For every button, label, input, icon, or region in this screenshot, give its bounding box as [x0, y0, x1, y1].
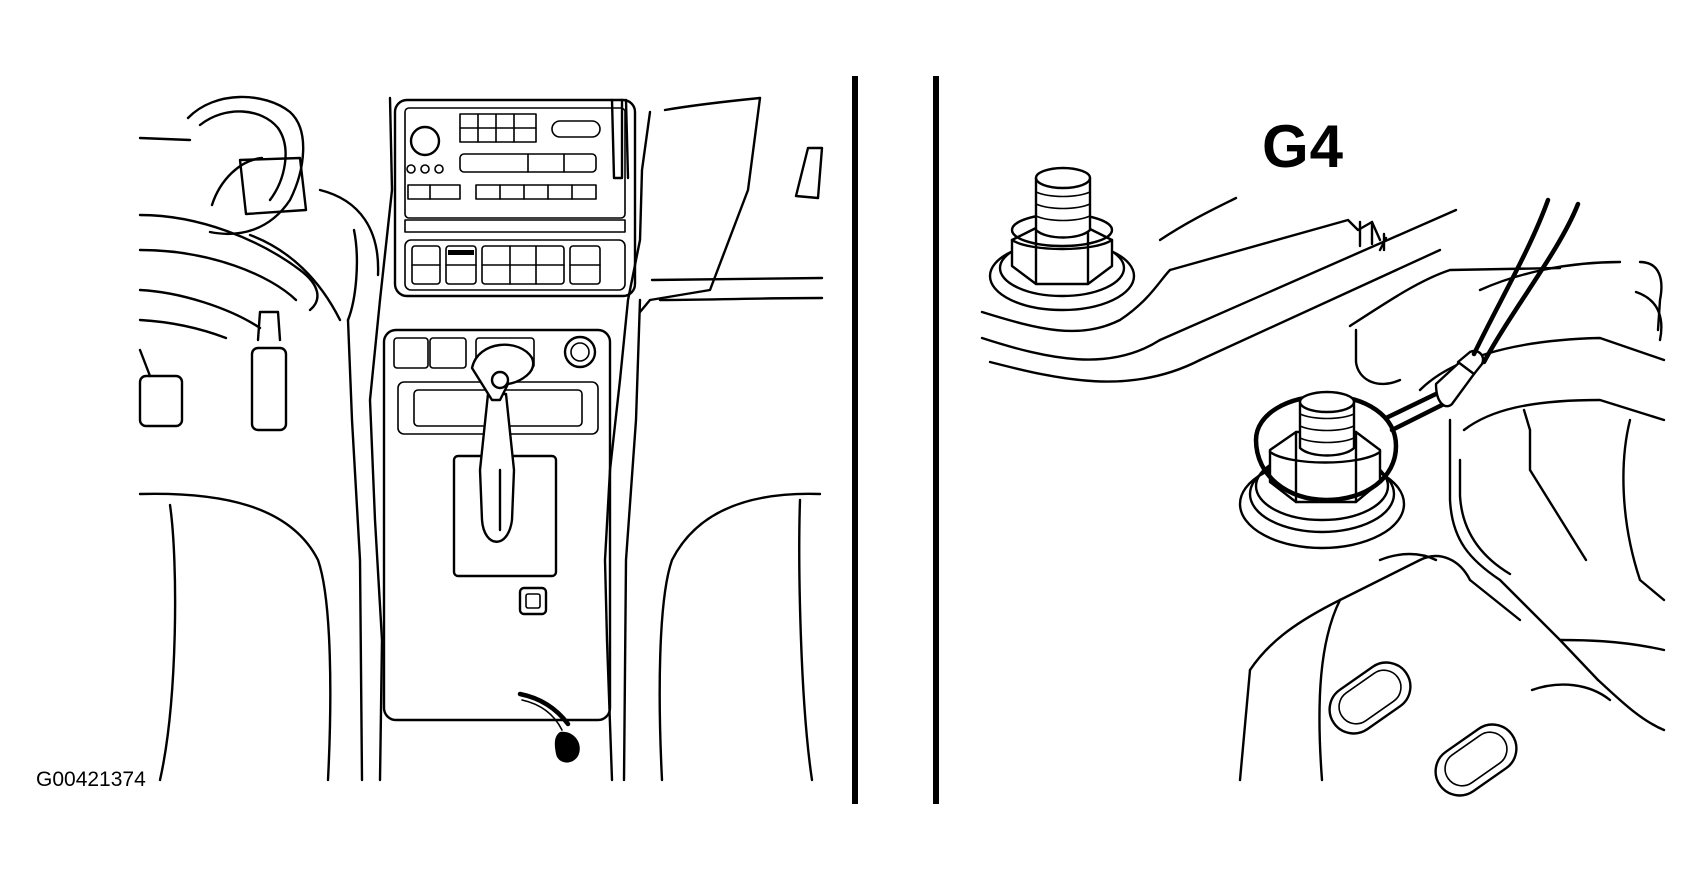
ground-detail-view	[980, 166, 1666, 797]
stud-bolt-upper	[988, 166, 1136, 312]
center-console	[346, 96, 642, 782]
shifter-surround	[382, 328, 612, 722]
radio-panel	[393, 98, 637, 298]
interior-view	[138, 95, 824, 782]
dashboard-right	[603, 96, 824, 782]
passenger-seat	[658, 492, 822, 782]
panel-divider	[852, 76, 939, 804]
side-vent	[610, 98, 630, 180]
ground-wire	[1383, 197, 1581, 433]
steering-wheel	[138, 95, 380, 340]
g4-ground-stud	[1238, 390, 1406, 550]
chassis-contours	[980, 196, 1666, 782]
console-ground-wire	[517, 691, 580, 763]
slot-holes	[1328, 661, 1518, 797]
ground-point-label: G4	[1262, 113, 1345, 180]
driver-seat	[138, 492, 332, 782]
pedals	[138, 310, 288, 432]
figure-code: G00421374	[36, 768, 146, 791]
